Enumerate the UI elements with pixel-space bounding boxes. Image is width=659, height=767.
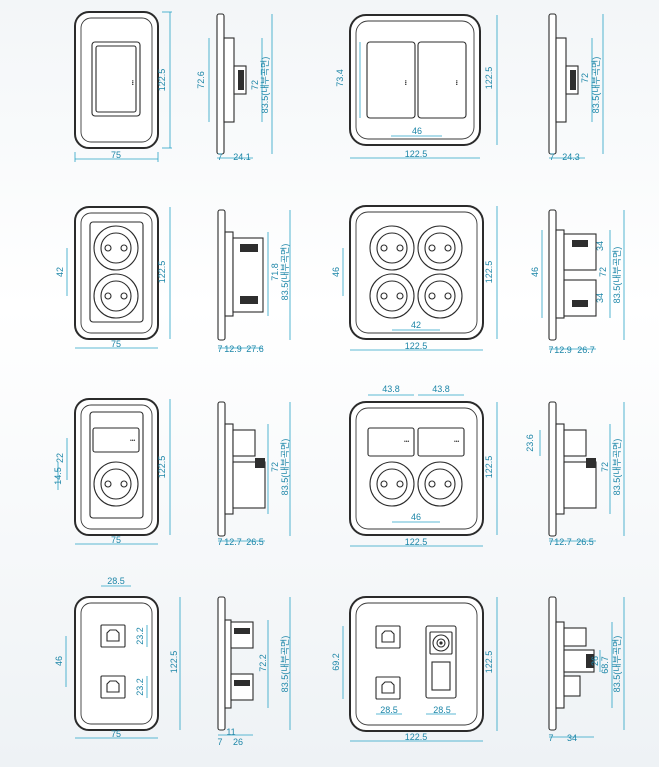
dim-depth-c: 27.6: [246, 344, 264, 354]
dim-width: 75: [111, 535, 121, 545]
dim-inner: 72: [250, 80, 260, 90]
dim-outer: 83.5(내부곡면): [612, 247, 622, 304]
dim-face: 72.6: [196, 71, 206, 89]
dim-height: 122.5: [484, 67, 494, 90]
dim-depth-a: 7: [217, 537, 222, 547]
single-outlet-front: 42 75 122.5: [55, 206, 171, 349]
dim-pitch: 46: [54, 656, 64, 666]
dim-bottom-b: 28.5: [433, 705, 451, 715]
dim-inner: 72: [598, 267, 608, 277]
svg-text:•••: •••: [454, 439, 460, 445]
dim-pitch-h: 42: [411, 320, 421, 330]
dim-depth-c: 26.5: [576, 537, 594, 547]
svg-text:•••: •••: [453, 80, 459, 86]
dim-inner: 72: [580, 73, 590, 83]
dim-height: 122.5: [169, 651, 179, 674]
dim-lower: 14.5: [53, 467, 63, 485]
dim-width: 75: [111, 729, 121, 739]
dim-pitch-a: 34: [595, 241, 605, 251]
svg-text:•••: •••: [402, 80, 408, 86]
dim-depth-a: 7: [217, 737, 222, 747]
dim-height: 122.5: [157, 456, 167, 479]
dim-outer: 83.5(내부곡면): [260, 57, 270, 114]
data-tv-jack-front: 69.2 28.5 28.5 122.5 122.5: [331, 596, 498, 742]
dim-width: 75: [111, 150, 121, 160]
svg-text:•••: •••: [404, 439, 410, 445]
dim-depth-a: 7: [217, 152, 222, 162]
single-switch-front: ••• 75 122.5: [74, 11, 172, 162]
dim-outer: 83.5(내부곡면): [280, 439, 290, 496]
dim-depth-b: 12.7: [554, 537, 572, 547]
switch-outlet-front: ••• 22 14.5 75 122.5: [53, 398, 171, 545]
dim-depth-c: 26: [233, 737, 243, 747]
dim-inner: 68.7: [600, 656, 610, 674]
dim-depth-b: 24.1: [233, 152, 251, 162]
double-switch-outlet-side: 23.6 72 83.5(내부곡면) 7 12.7 26.5: [525, 401, 625, 547]
dim-depth-b: 11: [226, 727, 235, 737]
single-outlet-side: 71.8 83.5(내부곡면) 7 12.9 27.6: [217, 209, 291, 354]
dim-width: 75: [111, 339, 121, 349]
switch-outlet-side: 72 83.5(내부곡면) 7 12.7 26.5: [217, 401, 291, 547]
dim-inner: 71.8: [270, 263, 280, 281]
svg-text:•••: •••: [129, 80, 135, 86]
dim-height: 122.5: [484, 261, 494, 284]
dim-height: 122.5: [484, 651, 494, 674]
dim-height: 122.5: [157, 69, 167, 92]
dim-pitch: 46: [412, 126, 422, 136]
dim-depth-a: 7: [548, 733, 553, 743]
dim-bottom-a: 28.5: [380, 705, 398, 715]
dim-top: 28.5: [107, 576, 125, 586]
dim-top-left: 43.8: [382, 384, 400, 394]
dim-depth-a: 7: [548, 345, 553, 355]
double-switch-outlet-front: ••• ••• 43.8 43.8 46 122.5 122.5: [349, 384, 498, 547]
dim-outer: 83.5(내부곡면): [591, 57, 601, 114]
dim-inner: 72.2: [258, 654, 268, 672]
data-tv-jack-side: 26 68.7 83.5(내부곡면) 7 34: [548, 596, 625, 743]
dim-depth-b: 12.7: [224, 537, 242, 547]
dim-pitch: 46: [411, 512, 421, 522]
dim-module-b: 23.2: [135, 678, 145, 696]
dim-outer: 83.5(내부곡면): [612, 636, 622, 693]
dim-opening: 73.4: [335, 69, 345, 87]
dim-depth-b: 24.3: [562, 152, 580, 162]
data-jack-front: 28.5 46 23.2 23.2 75 122.5: [54, 576, 181, 739]
dim-inner: 72: [270, 462, 280, 472]
dim-pitch-b: 34: [595, 293, 605, 303]
svg-text:•••: •••: [130, 438, 136, 444]
dim-depth-b: 12.9: [554, 345, 572, 355]
dim-inner: 72: [600, 462, 610, 472]
dim-left: 46: [530, 267, 540, 277]
double-outlet-front: 46 42 122.5 122.5: [331, 205, 498, 351]
double-switch-side: 72 83.5(내부곡면) 7 24.3: [548, 13, 604, 162]
dim-outer: 83.5(내부곡면): [280, 636, 290, 693]
dim-outer: 83.5(내부곡면): [612, 439, 622, 496]
dim-top-right: 43.8: [432, 384, 450, 394]
dim-depth-a: 7: [217, 344, 222, 354]
dim-width: 122.5: [405, 149, 428, 159]
double-switch-front: ••• ••• 73.4 46 122.5 122.5: [335, 14, 498, 159]
data-jack-side: 72.2 83.5(내부곡면) 7 11 26: [217, 596, 291, 747]
dim-depth-a: 7: [548, 537, 553, 547]
dim-depth-c: 26.7: [577, 345, 595, 355]
dim-upper: 22: [55, 453, 65, 463]
dim-depth-b: 34: [567, 733, 577, 743]
double-outlet-side: 46 34 72 34 83.5(내부곡면) 7 12.9 26.7: [530, 209, 625, 355]
single-switch-side: 72.6 72 83.5(내부곡면) 7 24.1: [196, 13, 273, 162]
dim-outer: 83.5(내부곡면): [280, 244, 290, 301]
dim-width: 122.5: [405, 732, 428, 742]
dim-pitch-v: 46: [331, 267, 341, 277]
dim-module-a: 23.2: [135, 627, 145, 645]
dim-height: 122.5: [157, 261, 167, 284]
dim-height: 122.5: [484, 456, 494, 479]
dim-depth-b: 12.9: [224, 344, 242, 354]
dim-left: 69.2: [331, 653, 341, 671]
dim-width: 122.5: [405, 341, 428, 351]
dim-small: 26: [590, 656, 600, 666]
dim-width: 122.5: [405, 537, 428, 547]
dim-depth-c: 26.5: [246, 537, 264, 547]
dim-left: 23.6: [525, 434, 535, 452]
dim-depth-a: 7: [549, 152, 554, 162]
dim-pitch: 42: [55, 267, 65, 277]
